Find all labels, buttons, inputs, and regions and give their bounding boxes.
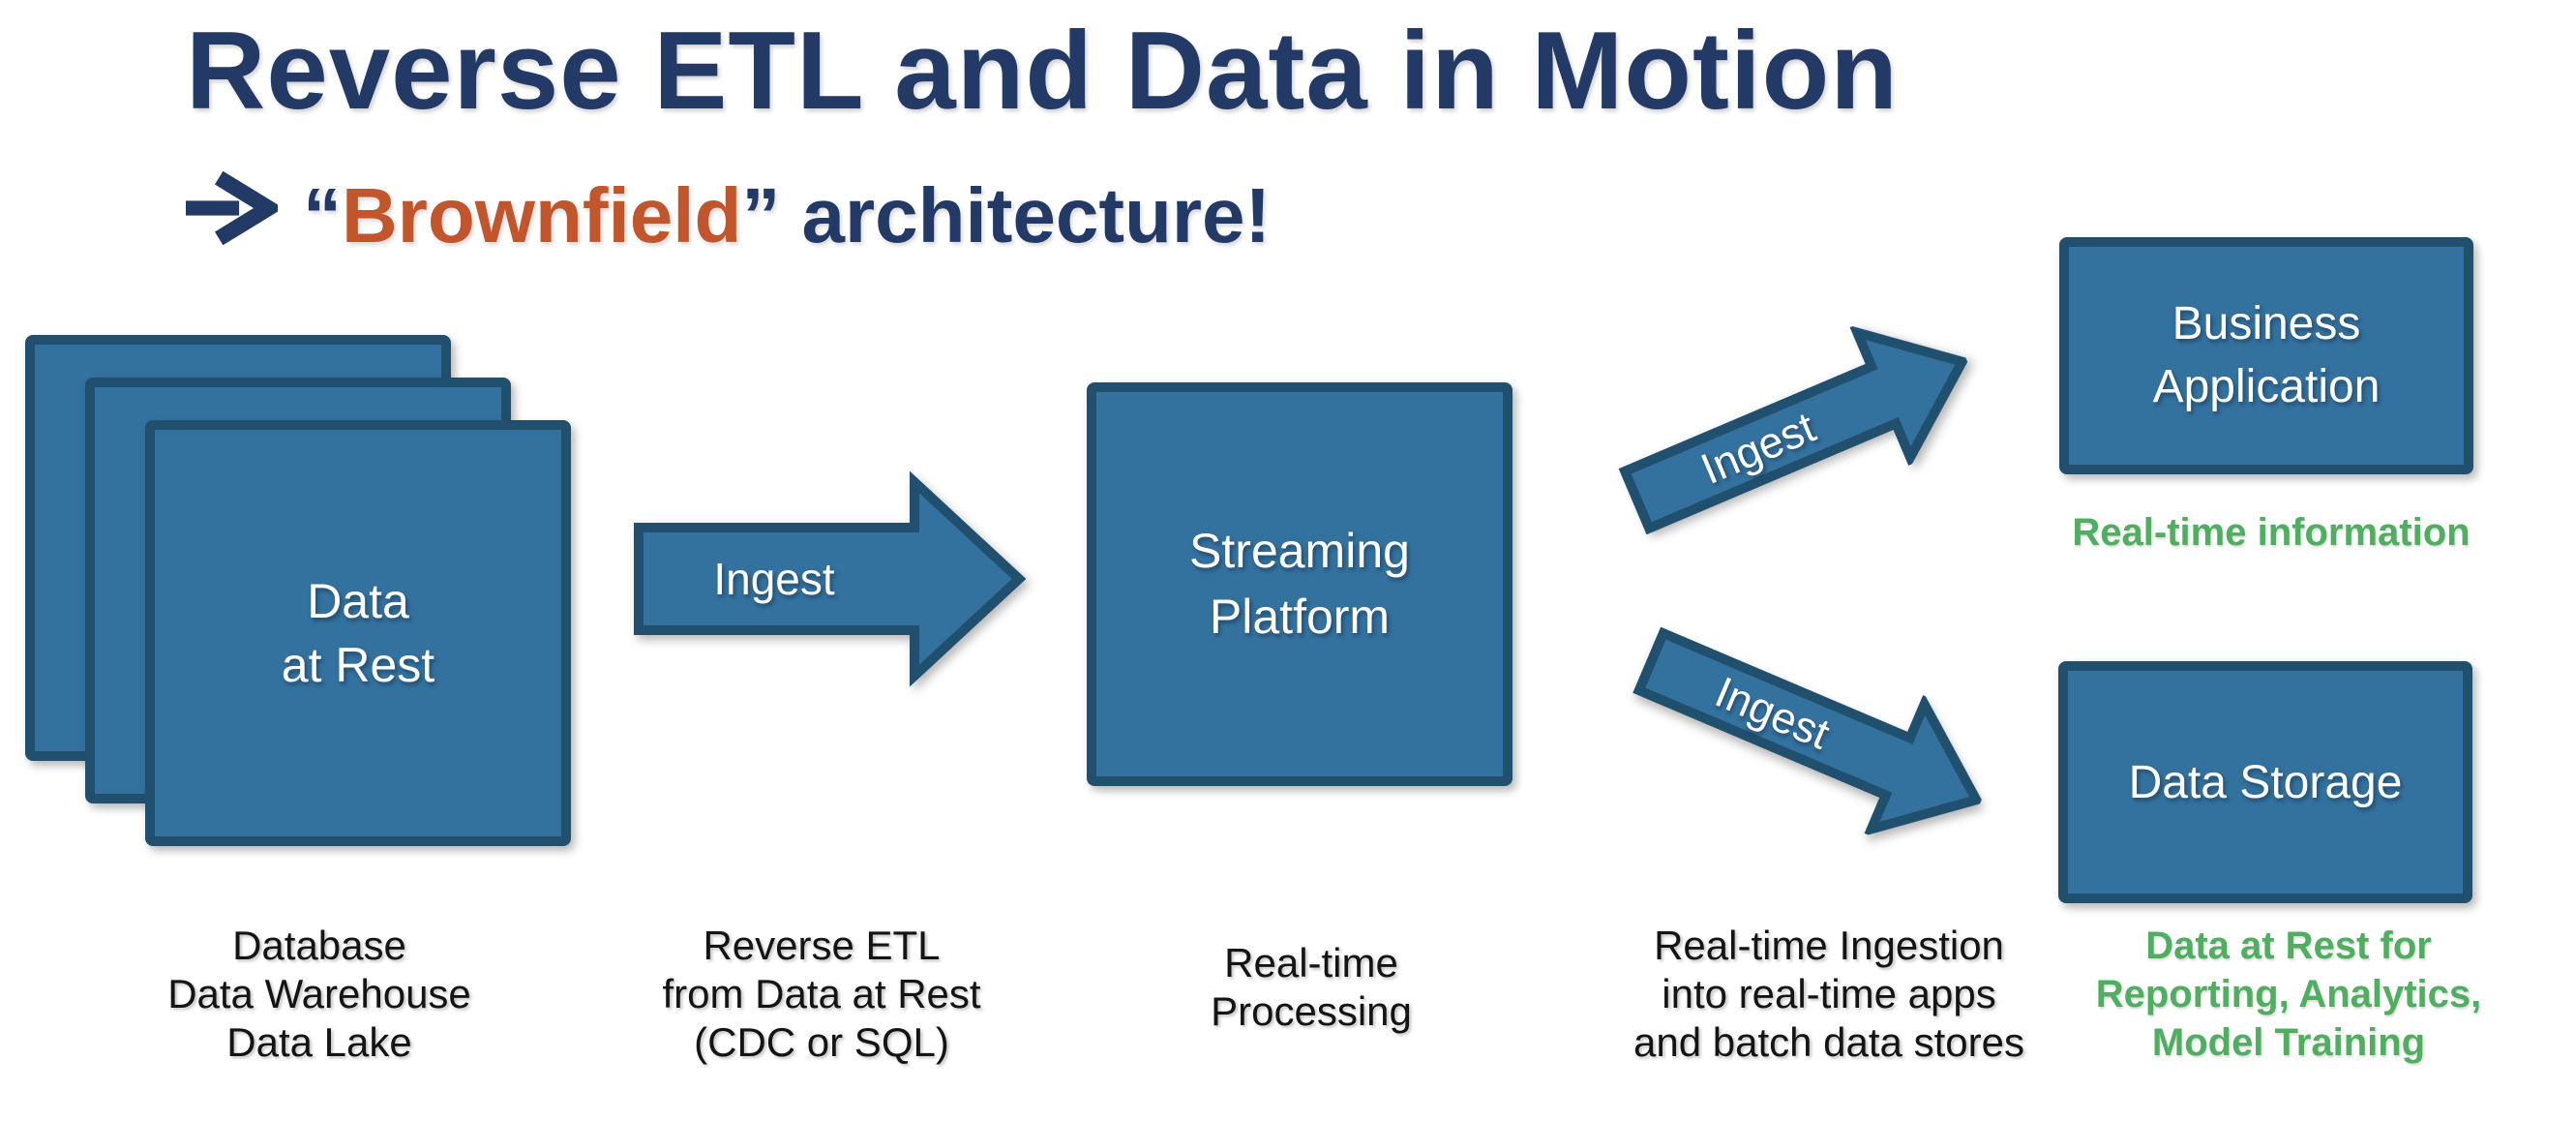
ingest-arrow-main: Ingest <box>634 468 1026 690</box>
ingest-arrow-main-label: Ingest <box>713 554 835 604</box>
streaming-platform-label-line1: Streaming <box>1189 524 1410 578</box>
caption-line: (CDC or SQL) <box>694 1019 949 1065</box>
data-at-rest-node: Data at Rest <box>145 420 571 846</box>
data-at-rest-label-line2: at Rest <box>281 638 435 692</box>
business-application-label-line1: Business <box>2172 298 2361 350</box>
ingest-arrow-bottom: Ingest <box>1618 591 2011 870</box>
subtitle-highlight: Brownfield <box>342 172 742 258</box>
caption-line: into real-time apps <box>1662 971 1996 1016</box>
page-title: Reverse ETL and Data in Motion <box>186 10 1899 133</box>
ingest-arrow-bottom-label: Ingest <box>1708 666 1838 759</box>
data-storage-note-line3: Model Training <box>2151 1021 2426 1064</box>
data-storage-note-line2: Reporting, Analytics, <box>2095 973 2482 1015</box>
data-storage-note: Data at Rest for Reporting, Analytics, M… <box>2047 922 2531 1067</box>
caption-line: Processing <box>1211 988 1412 1034</box>
business-application-label-line2: Application <box>2152 360 2381 412</box>
caption-line: and batch data stores <box>1633 1019 2024 1065</box>
subtitle-rest: architecture! <box>780 172 1272 258</box>
caption-line: from Data at Rest <box>662 971 981 1016</box>
caption-line: Data Warehouse <box>167 971 471 1016</box>
open-quote: “ <box>303 172 342 258</box>
data-storage-node: Data Storage <box>2058 661 2472 903</box>
streaming-platform-node: Streaming Platform <box>1087 382 1513 786</box>
data-storage-label: Data Storage <box>2128 756 2403 808</box>
ingest-arrow-top-label: Ingest <box>1693 402 1823 495</box>
realtime-information-note: Real-time information <box>2072 511 2471 554</box>
caption-line: Data Lake <box>226 1019 412 1065</box>
close-quote: ” <box>741 172 781 258</box>
caption-realtime-processing: Real-time Processing <box>1060 939 1563 1036</box>
subtitle: “Brownfield” architecture! <box>186 167 1271 260</box>
caption-line: Reverse ETL <box>703 923 941 968</box>
business-application-node: Business Application <box>2059 237 2473 474</box>
data-storage-note-line1: Data at Rest for <box>2145 924 2432 967</box>
caption-data-sources: Database Data Warehouse Data Lake <box>68 922 571 1067</box>
caption-line: Database <box>232 923 406 968</box>
data-at-rest-label-line1: Data <box>307 574 409 628</box>
streaming-platform-label-line2: Platform <box>1209 589 1391 644</box>
caption-line: Real-time <box>1224 940 1398 985</box>
caption-line: Real-time Ingestion <box>1654 923 2004 968</box>
ingest-arrow-top: Ingest <box>1603 290 1996 570</box>
right-arrow-icon <box>186 167 278 250</box>
caption-realtime-ingestion: Real-time Ingestion into real-time apps … <box>1577 922 2081 1067</box>
caption-reverse-etl: Reverse ETL from Data at Rest (CDC or SQ… <box>570 922 1073 1067</box>
